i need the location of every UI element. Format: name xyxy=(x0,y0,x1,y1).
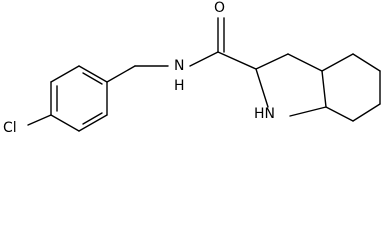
bond-n-carbonyl xyxy=(189,51,219,67)
ring-nh-label: HN xyxy=(254,106,275,122)
bond-c-cl xyxy=(27,114,52,126)
double-bond-inner xyxy=(82,112,103,125)
amide-nitrogen-label: N xyxy=(174,58,184,74)
bond xyxy=(352,103,381,122)
bond-ring-ch2 xyxy=(106,65,136,83)
bond xyxy=(255,53,289,70)
bond xyxy=(78,114,108,132)
bond xyxy=(325,106,354,122)
chemical-structure: Cl N H O HN xyxy=(3,0,381,136)
bond-carbonyl-c2 xyxy=(217,51,257,70)
bond xyxy=(352,53,381,72)
bond xyxy=(321,53,354,72)
bond xyxy=(50,114,80,132)
double-bond-inner xyxy=(82,72,103,85)
chlorine-atom-label: Cl xyxy=(3,120,17,136)
bond xyxy=(321,70,327,108)
pyrrolidine-ring xyxy=(255,53,327,117)
bond xyxy=(287,53,323,72)
benzene-ring xyxy=(50,65,108,132)
cyclohexane-ring xyxy=(321,53,381,122)
bond xyxy=(78,65,108,83)
amide-hydrogen-label: H xyxy=(174,78,185,94)
carbonyl-oxygen-label: O xyxy=(214,0,225,16)
bond xyxy=(289,106,327,117)
bond xyxy=(50,65,80,83)
bond xyxy=(255,68,269,108)
